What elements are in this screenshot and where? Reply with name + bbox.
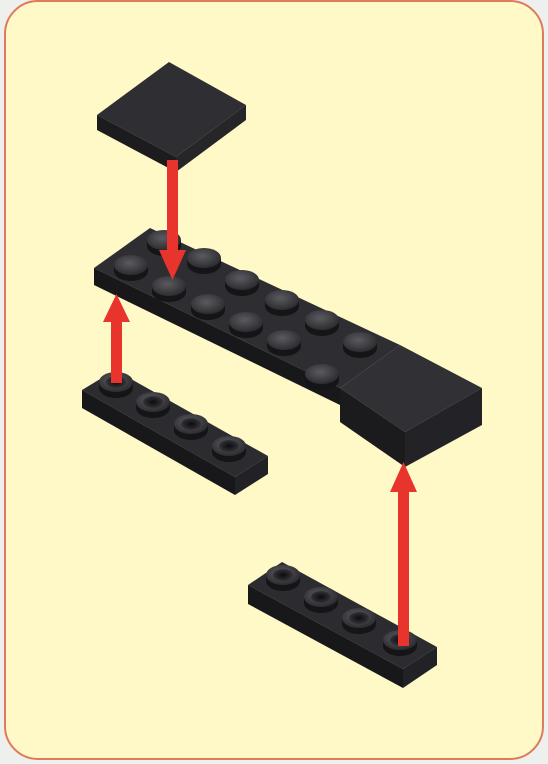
arrow-up-left [103, 294, 130, 383]
stud-top [305, 310, 339, 330]
stud-top [187, 248, 221, 268]
stud-top [191, 294, 225, 314]
stud-top [114, 255, 148, 275]
stud-top [267, 330, 301, 350]
arrow-down-to-plate [159, 160, 186, 280]
stud-top [265, 290, 299, 310]
tile-on-plate [340, 345, 482, 467]
stud-top [343, 332, 377, 352]
stud-top [305, 364, 339, 384]
stud-hole [349, 612, 369, 624]
stud-hole [181, 418, 201, 430]
stud-hole [219, 440, 239, 452]
stud-top [225, 270, 259, 290]
stud-top [229, 312, 263, 332]
plate-2x8-studs [114, 230, 377, 390]
stud-hole [311, 591, 331, 603]
stud-top [152, 276, 186, 296]
stud-hole [273, 569, 293, 581]
stud-hole [143, 396, 163, 408]
tile-2x2-loose [97, 62, 246, 172]
arrow-up-right [390, 462, 417, 646]
